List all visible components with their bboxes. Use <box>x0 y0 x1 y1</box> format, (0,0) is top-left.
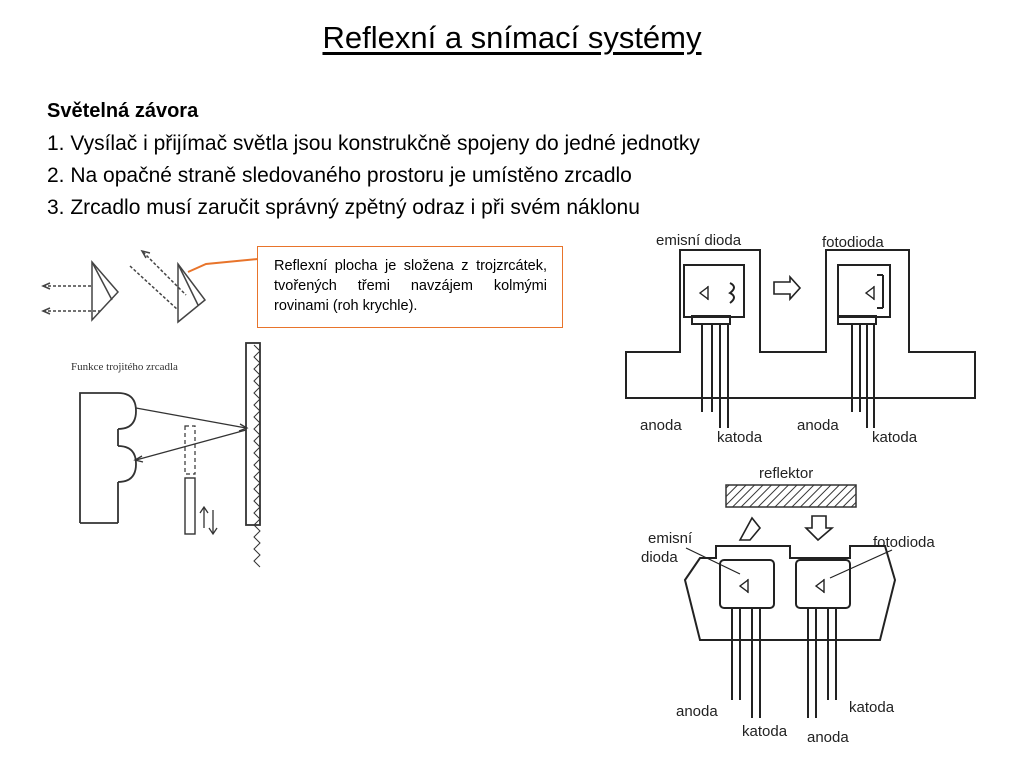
label-reflector: reflektor <box>759 465 813 482</box>
emitter-photodiode-top <box>625 249 976 428</box>
callout-pointer <box>187 258 259 273</box>
emitter-photodiode-bottom <box>683 515 897 718</box>
reflector-plate <box>725 484 857 508</box>
figure-caption: Funkce trojitého zrcadla <box>71 361 178 373</box>
leader-photodiode <box>829 549 893 579</box>
label-anode-4: anoda <box>807 729 849 746</box>
label-photodiode-2: fotodioda <box>873 534 935 551</box>
point-2: 2. Na opačné straně sledovaného prostoru… <box>47 164 632 187</box>
label-anode-3: anoda <box>676 703 718 720</box>
label-emitter-2a: emisní <box>648 530 693 547</box>
callout-box: Reflexní plocha je složena z trojzrcátek… <box>257 246 563 328</box>
label-emitter-2b: dioda <box>641 549 678 566</box>
label-cathode-3: katoda <box>742 723 788 740</box>
label-cathode-2: katoda <box>872 429 918 446</box>
slide-title: Reflexní a snímací systémy <box>322 20 702 55</box>
leader-emitter <box>685 547 741 575</box>
triple-mirror-figure <box>79 342 261 568</box>
section-heading: Světelná závora <box>47 100 199 122</box>
point-1: 1. Vysílač i přijímač světla jsou konstr… <box>47 132 700 155</box>
label-anode-2: anoda <box>797 417 839 434</box>
corner-cube-2 <box>129 249 207 324</box>
label-photodiode: fotodioda <box>822 234 884 251</box>
corner-cube-1 <box>41 259 120 322</box>
label-anode-1: anoda <box>640 417 682 434</box>
label-cathode-4: katoda <box>849 699 895 716</box>
point-3: 3. Zrcadlo musí zaručit správný zpětný o… <box>47 196 640 219</box>
label-emitter-diode: emisní dioda <box>656 232 742 249</box>
label-cathode-1: katoda <box>717 429 763 446</box>
